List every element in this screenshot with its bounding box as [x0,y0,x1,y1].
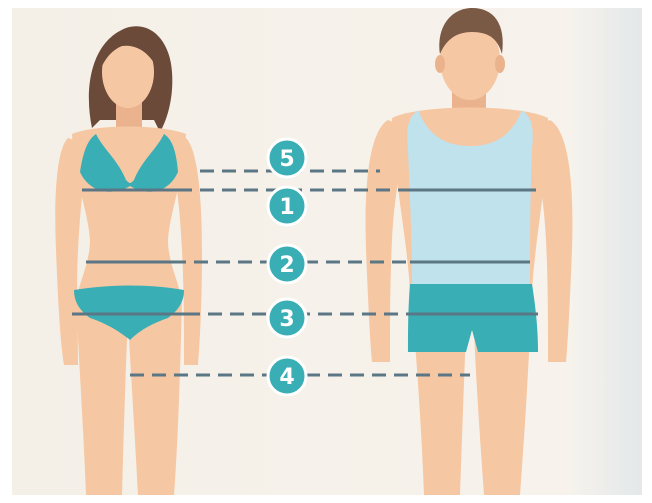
marker-badge-3: 3 [268,299,306,337]
male-right-leg [474,330,530,495]
marker-label-4: 4 [279,365,294,390]
marker-label-1: 1 [279,195,294,220]
marker-badge-1: 1 [268,187,306,225]
marker-label-2: 2 [279,253,294,278]
marker-label-5: 5 [279,147,294,172]
marker-badge-2: 2 [268,245,306,283]
marker-badge-4: 4 [268,357,306,395]
male-left-ear [435,55,445,73]
marker-label-3: 3 [279,307,294,332]
male-right-ear [495,55,505,73]
marker-badge-5: 5 [268,139,306,177]
